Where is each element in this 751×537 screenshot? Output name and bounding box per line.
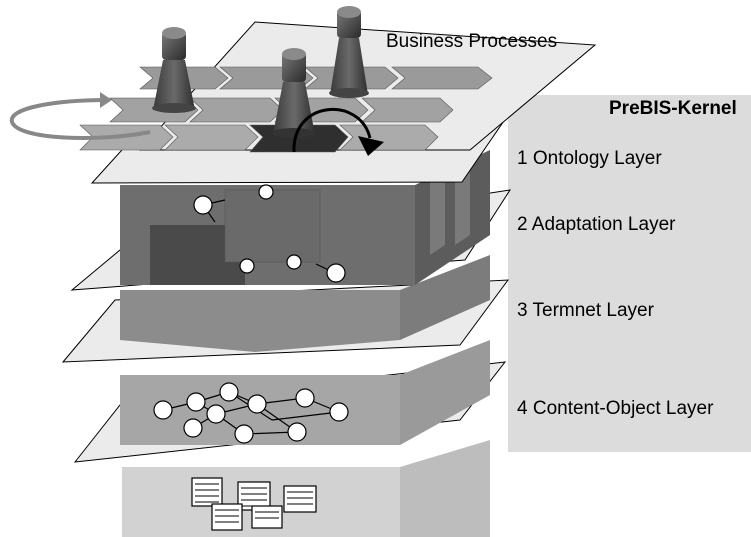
adaptation-layer-label: 2 Adaptation Layer xyxy=(517,214,676,235)
network-node-icon xyxy=(153,400,173,420)
person-pawn-icon xyxy=(152,27,196,113)
network-node-icon xyxy=(193,195,213,215)
prebis-kernel-panel xyxy=(508,95,751,452)
process-arrow-icon xyxy=(189,97,284,123)
adaptation-network xyxy=(193,184,346,283)
network-node-icon xyxy=(258,184,274,200)
network-node-icon xyxy=(247,394,267,414)
document-icon xyxy=(283,485,317,513)
termnet-layer-label: 3 Termnet Layer xyxy=(517,300,654,321)
network-node-icon xyxy=(234,424,254,444)
network-node-icon xyxy=(219,382,239,402)
network-node-icon xyxy=(295,388,315,408)
network-node-icon xyxy=(186,392,206,412)
network-nodes xyxy=(153,382,349,444)
ontology-layer-label: 1 Ontology Layer xyxy=(517,148,662,169)
process-arrow-icon xyxy=(164,124,259,151)
network-node-icon xyxy=(326,263,346,283)
document-icons xyxy=(191,477,317,531)
network-node-icon xyxy=(183,418,203,438)
document-icon xyxy=(251,505,283,529)
cycle-arrow-icon xyxy=(9,92,151,140)
kernel-title: PreBIS-Kernel xyxy=(609,98,737,119)
process-arrow-icon xyxy=(361,97,454,123)
document-icon xyxy=(191,477,223,507)
network-node-icon xyxy=(239,258,255,274)
curved-arrow-icon xyxy=(292,107,384,156)
network-node-icon xyxy=(329,402,349,422)
network-node-icon xyxy=(286,254,302,270)
process-arrow-icon xyxy=(391,66,493,90)
process-arrow-icon xyxy=(339,124,439,151)
network-node-icon xyxy=(287,422,307,442)
person-pawn-icon xyxy=(329,6,369,98)
network-node-icon xyxy=(206,404,226,424)
content-object-layer-label: 4 Content-Object Layer xyxy=(517,398,714,419)
termnet-block xyxy=(120,255,490,352)
document-icon xyxy=(211,503,243,531)
business-processes-label: Business Processes xyxy=(386,31,558,52)
